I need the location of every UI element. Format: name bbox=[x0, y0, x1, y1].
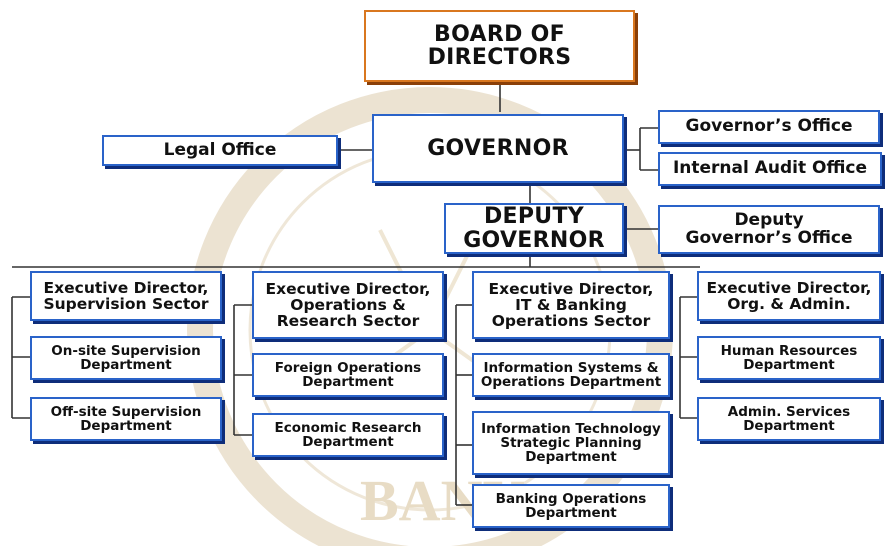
offsite-supervision-box: Off-site Supervision Department bbox=[30, 397, 222, 441]
deputy-governor-box: DEPUTY GOVERNOR bbox=[444, 203, 624, 254]
human-resources-box: Human Resources Department bbox=[697, 336, 881, 380]
legal-office-box: Legal Office bbox=[102, 135, 338, 166]
info-systems-box: Information Systems & Operations Departm… bbox=[472, 353, 670, 397]
deputy-governors-office-box: Deputy Governor’s Office bbox=[658, 205, 880, 254]
foreign-operations-box: Foreign Operations Department bbox=[252, 353, 444, 397]
admin-services-box: Admin. Services Department bbox=[697, 397, 881, 441]
ed-org-admin-box: Executive Director, Org. & Admin. bbox=[697, 271, 881, 321]
ed-supervision-sector-box: Executive Director, Supervision Sector bbox=[30, 271, 222, 321]
ed-operations-research-box: Executive Director, Operations & Researc… bbox=[252, 271, 444, 339]
governors-office-box: Governor’s Office bbox=[658, 110, 880, 144]
internal-audit-office-box: Internal Audit Office bbox=[658, 152, 882, 186]
it-strategic-planning-box: Information Technology Strategic Plannin… bbox=[472, 411, 670, 475]
board-of-directors-box: BOARD OF DIRECTORS bbox=[364, 10, 635, 82]
banking-operations-box: Banking Operations Department bbox=[472, 484, 670, 528]
governor-box: GOVERNOR bbox=[372, 114, 624, 183]
ed-it-banking-box: Executive Director, IT & Banking Operati… bbox=[472, 271, 670, 339]
economic-research-box: Economic Research Department bbox=[252, 413, 444, 457]
onsite-supervision-box: On-site Supervision Department bbox=[30, 336, 222, 380]
